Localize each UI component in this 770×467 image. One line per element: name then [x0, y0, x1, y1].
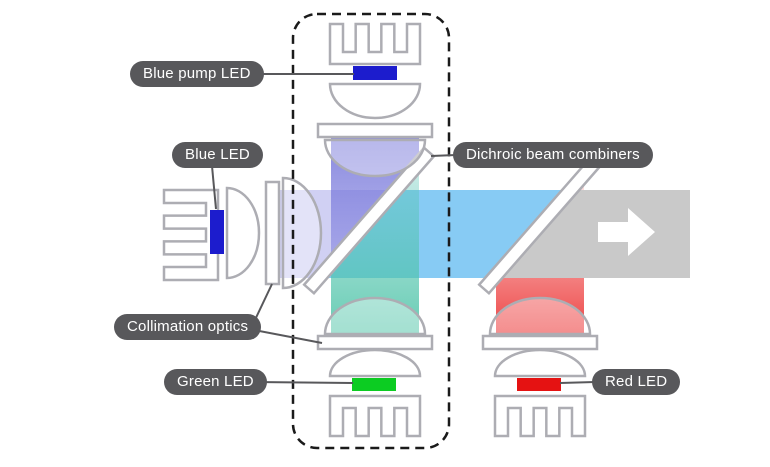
red-led-emitter: [517, 378, 561, 391]
callout-line-green-led: [251, 381, 354, 384]
lens-plate: [264, 180, 281, 286]
heatsink-icon: [162, 188, 220, 282]
label-dichroic-beam-combiners: Dichroic beam combiners: [453, 142, 653, 168]
lens-plate: [316, 122, 434, 139]
callout-line-collimation-bottom: [253, 329, 323, 344]
combiner-module-outline: [291, 12, 451, 450]
callout-line-red-led: [559, 381, 596, 384]
label-collimation-optics: Collimation optics: [114, 314, 262, 340]
lens-plate: [481, 334, 599, 351]
condenser-lens: [323, 296, 427, 336]
label-green-led: Green LED: [164, 369, 267, 395]
callout-line-dichroic: [430, 154, 457, 157]
condenser-lens: [323, 138, 427, 178]
red-led-assembly: [481, 296, 599, 438]
dome-lens: [493, 348, 587, 378]
dichroic-combiners: [302, 145, 611, 296]
blue-pump-led-emitter: [353, 66, 397, 80]
callout-line-collimation-left: [253, 283, 273, 323]
callout-line-blue-led: [211, 165, 217, 210]
blue-pump-led-assembly: [316, 22, 434, 178]
heatsink-icon: [328, 22, 422, 66]
label-blue-pump-led: Blue pump LED: [130, 61, 264, 87]
blue-led-emitter: [210, 210, 224, 254]
callout-lines: [211, 73, 596, 384]
dome-lens: [328, 82, 422, 120]
green-led-emitter: [352, 378, 396, 391]
dome-lens: [328, 348, 422, 378]
condenser-lens: [488, 296, 592, 336]
heatsink-icon: [328, 394, 422, 438]
dichroic-combiner-1: [302, 145, 436, 296]
output-beam: [493, 190, 690, 278]
blue-led-assembly: [162, 176, 323, 290]
output-arrow-icon: [598, 208, 655, 256]
dome-lens: [225, 186, 261, 280]
green-beam: [331, 163, 419, 334]
lens-plate: [316, 334, 434, 351]
label-blue-led: Blue LED: [172, 142, 263, 168]
label-red-led: Red LED: [592, 369, 681, 395]
green-led-assembly: [316, 296, 434, 438]
heatsink-icon: [493, 394, 587, 438]
